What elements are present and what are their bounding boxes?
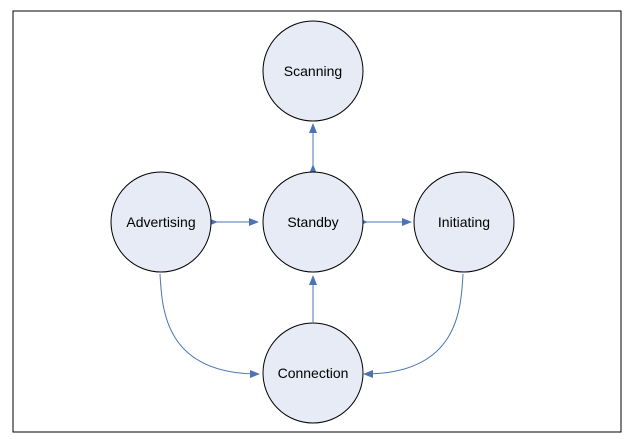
state-scanning-label: Scanning [284,63,342,79]
arrow-initiating-connection [363,273,464,378]
transitions [159,123,464,378]
state-initiating: Initiating [413,171,515,273]
state-initiating-label: Initiating [438,214,490,230]
state-advertising-circle [110,171,212,273]
state-standby-circle [262,171,364,273]
state-advertising-label: Advertising [126,214,195,230]
state-initiating-circle [413,171,515,273]
state-connection: Connection [262,322,364,424]
state-scanning-circle [262,20,364,122]
state-standby: Standby [262,171,364,273]
state-connection-label: Connection [278,365,349,381]
diagram-frame [12,10,622,433]
state-advertising: Advertising [110,171,212,273]
state-connection-circle [262,322,364,424]
state-scanning: Scanning [262,20,364,122]
state-standby-label: Standby [287,214,338,230]
arrow-advertising-connection [159,273,260,378]
